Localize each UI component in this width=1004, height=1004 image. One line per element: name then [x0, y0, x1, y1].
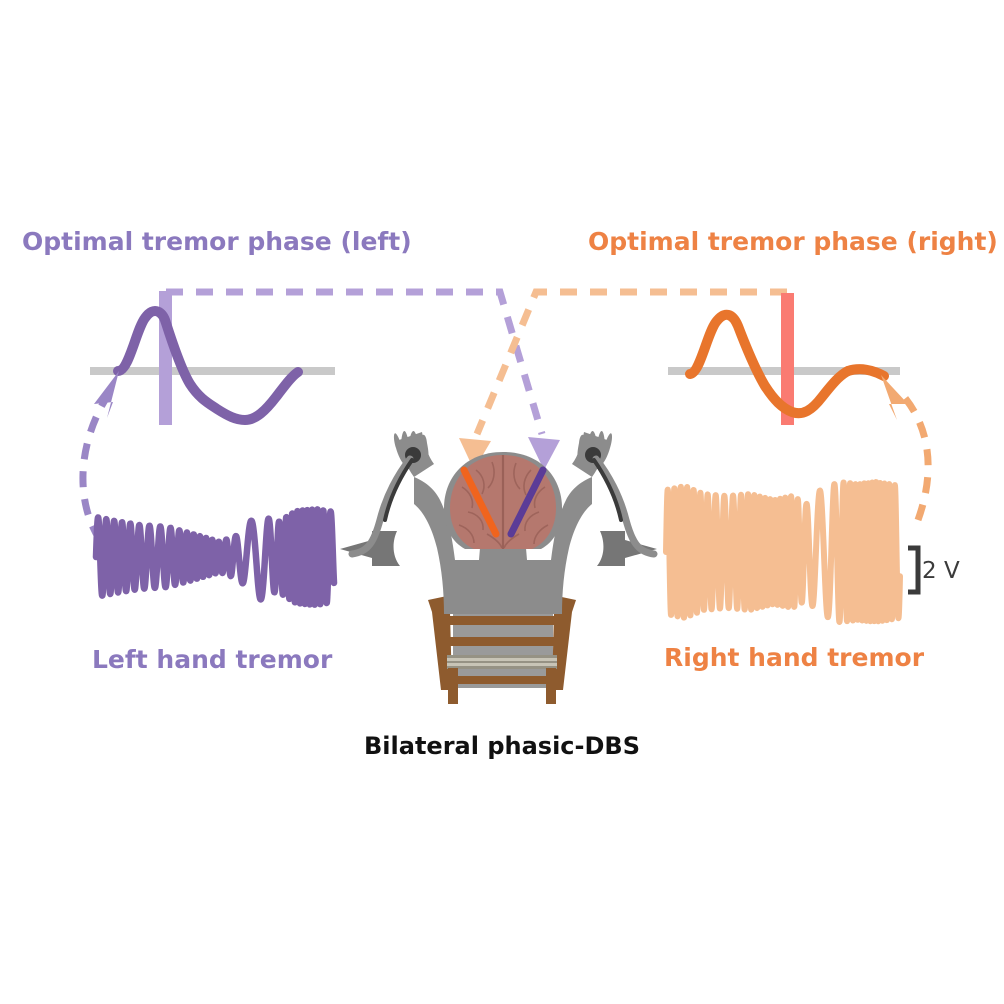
- label-optimal-phase-left: Optimal tremor phase (left): [22, 227, 412, 256]
- trace-left-hand-tremor: Left hand tremor: [92, 506, 338, 674]
- electrode-right-hemisphere: [507, 466, 547, 538]
- sensor-cable-right-hilite: [592, 458, 623, 522]
- stimulation-burst-right: [781, 293, 794, 425]
- torso: [414, 477, 592, 614]
- left-tremor-waveform: [92, 506, 338, 608]
- sensor-cable-left-hilite: [383, 458, 414, 522]
- label-right-hand-tremor: Right hand tremor: [664, 643, 925, 672]
- brain-sulci: [458, 461, 549, 549]
- chair-leg-right: [546, 668, 556, 704]
- electrode-left-hemisphere: [460, 466, 500, 538]
- chair-seat-weave: [447, 655, 557, 669]
- arrowhead-left-tremor-to-sine: [94, 371, 119, 418]
- dashed-connector-left-panel: [166, 288, 546, 435]
- chair-slat-top: [443, 616, 561, 625]
- dashed-arc-right-tremor-to-sine: [897, 389, 932, 522]
- subject-illustration: [348, 430, 658, 704]
- chair-slat-mid: [443, 637, 561, 646]
- sine-right-tail: [843, 364, 889, 381]
- right-tremor-waveform: [663, 479, 903, 625]
- arrowhead-right-tremor-to-sine: [881, 375, 908, 420]
- sensor-cable-left: [348, 455, 414, 558]
- label-left-hand-tremor: Left hand tremor: [92, 645, 333, 674]
- gray-arrow-right: [597, 531, 657, 566]
- chair: [428, 596, 576, 704]
- panel-optimal-phase-left: Optimal tremor phase (left): [22, 227, 560, 542]
- sine-right: [685, 309, 853, 419]
- sensor-cable-right: [592, 455, 658, 558]
- chair-leg-left: [448, 668, 458, 704]
- arrowhead-right-panel-to-brain: [459, 438, 491, 470]
- scale-bar-bracket: [908, 545, 921, 595]
- brain: [450, 455, 556, 549]
- dashed-connector-right-panel: [473, 288, 787, 436]
- label-optimal-phase-right: Optimal tremor phase (right): [588, 227, 998, 256]
- chair-rail: [447, 676, 557, 684]
- figure-title: Bilateral phasic-DBS: [364, 732, 640, 760]
- sine-left: [113, 306, 303, 425]
- label-scale-bar: 2 V: [922, 558, 960, 584]
- panel-optimal-phase-right: Optimal tremor phase (right): [459, 227, 998, 522]
- trace-right-hand-tremor: Right hand tremor 2 V: [663, 479, 960, 672]
- arrowhead-left-panel-to-brain: [528, 437, 560, 470]
